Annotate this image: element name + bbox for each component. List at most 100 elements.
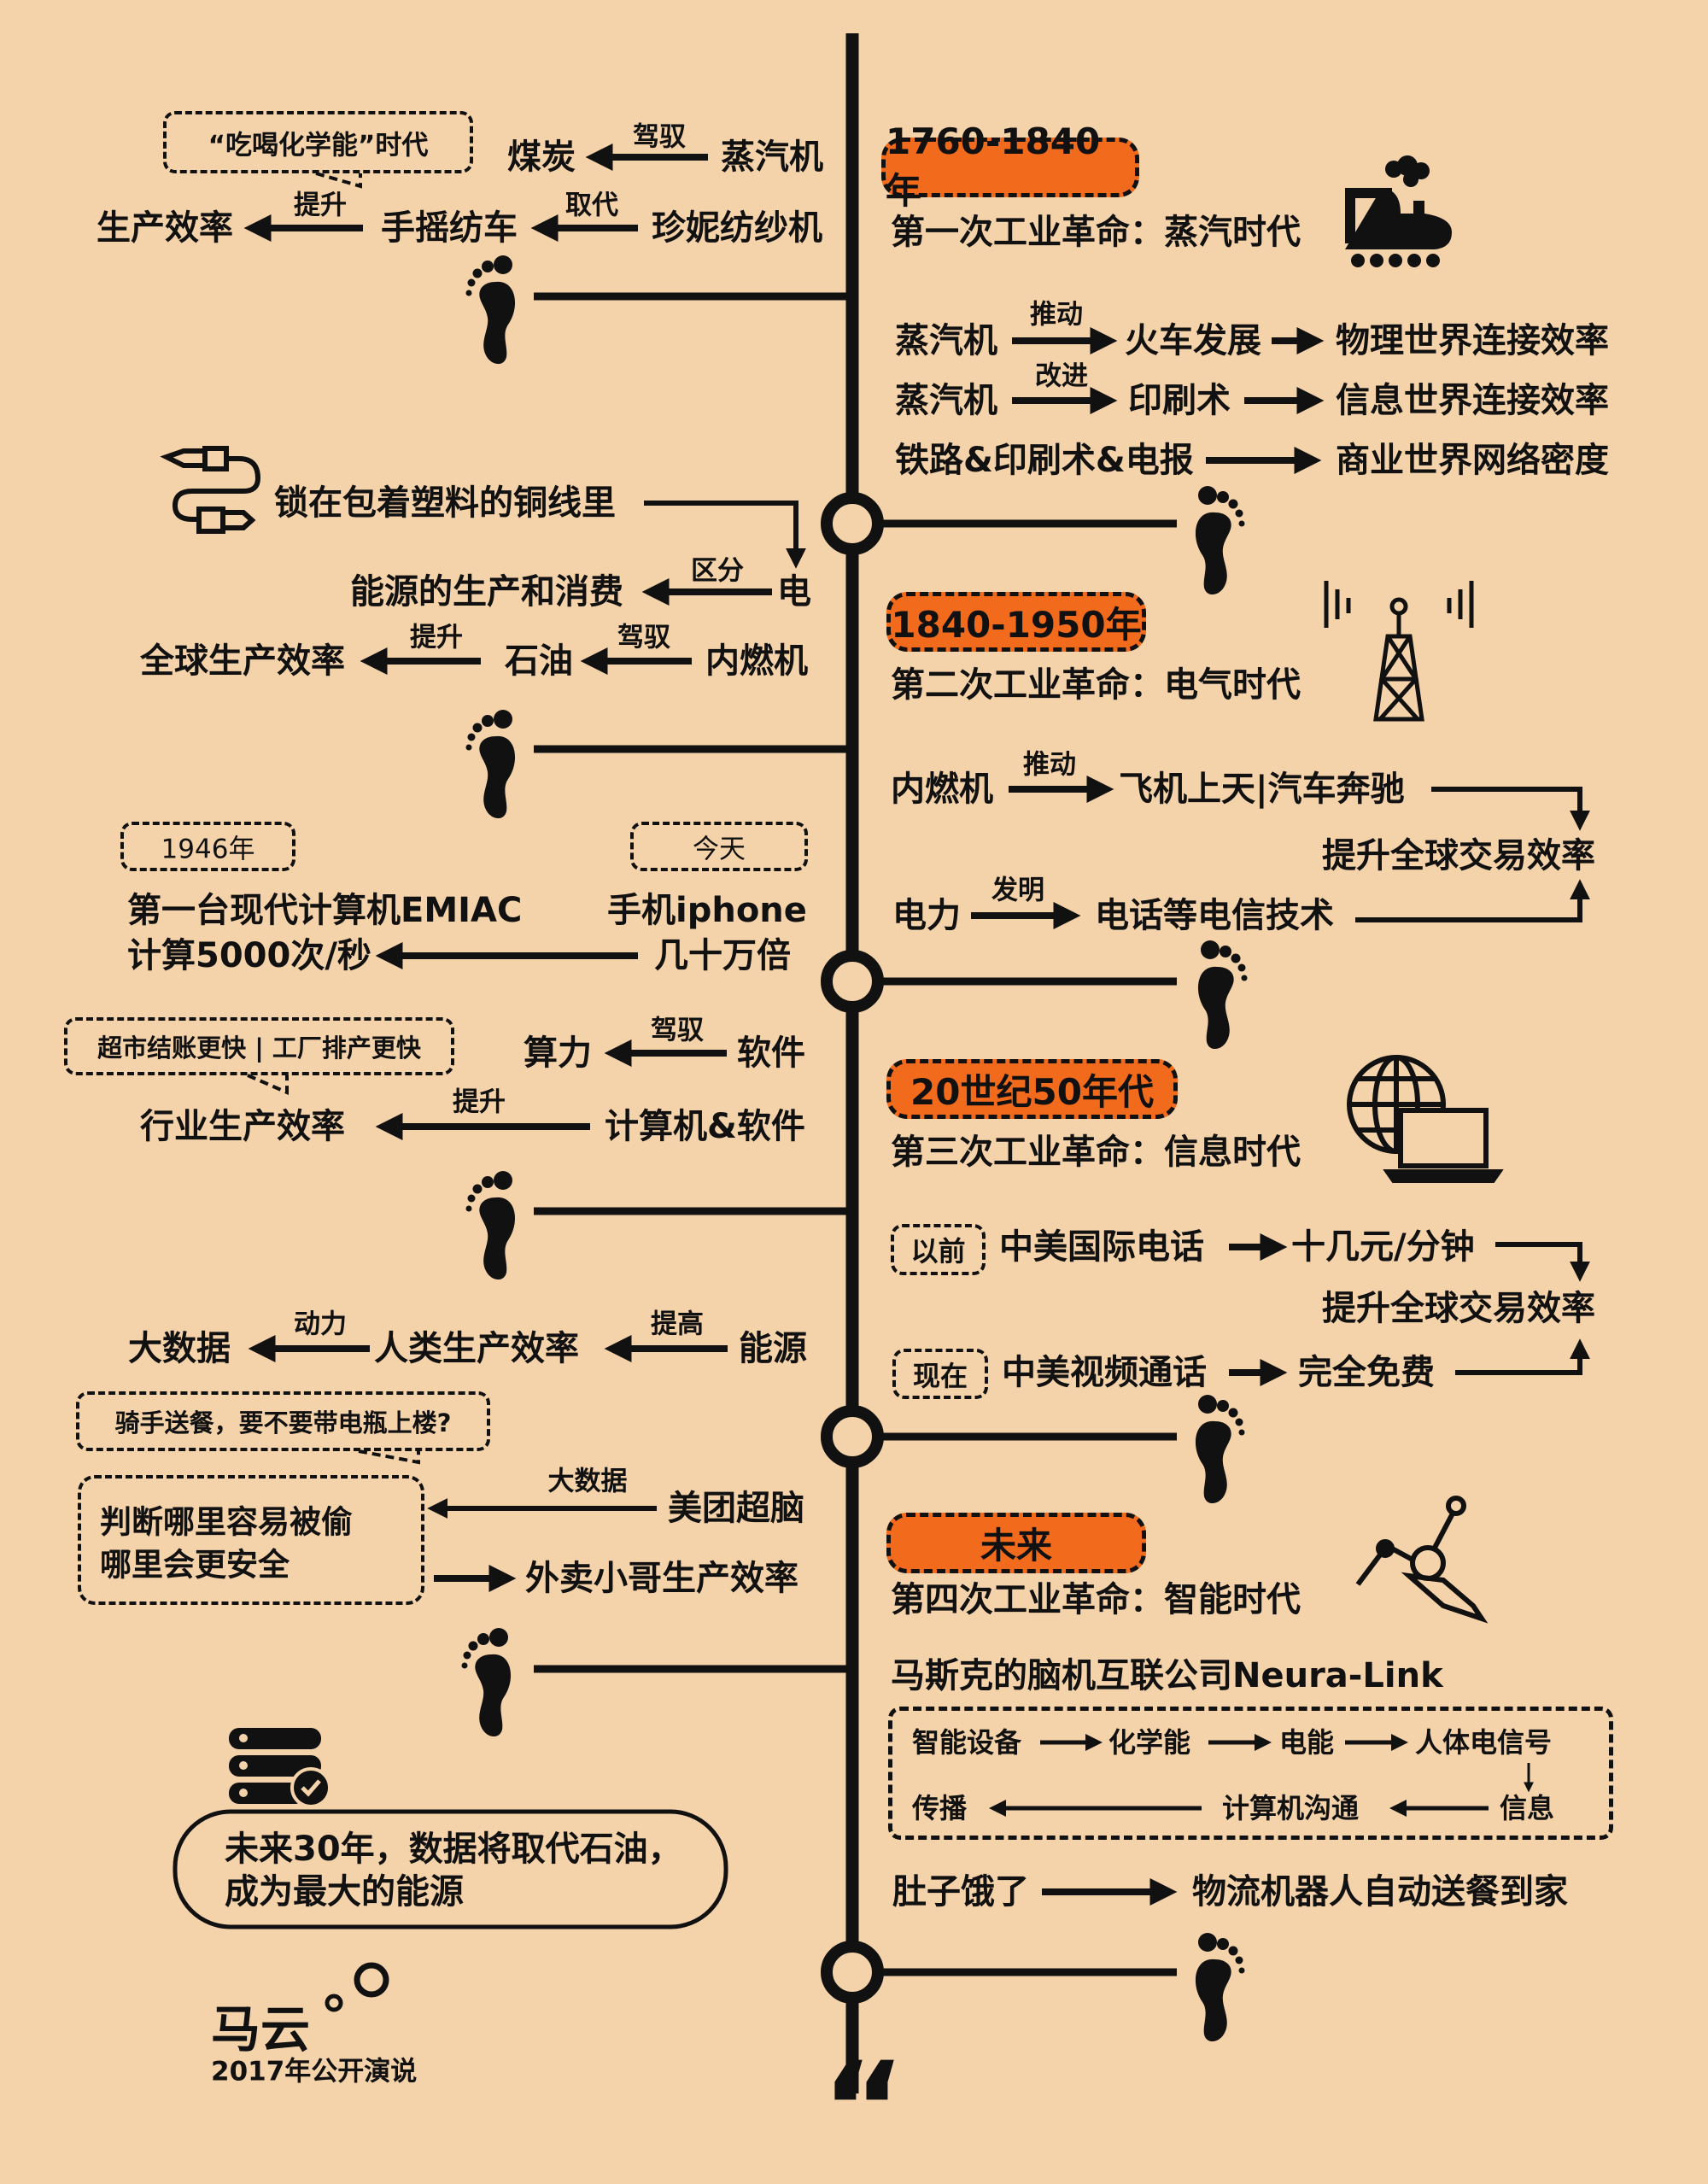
flow-node: 印刷术 [1128, 381, 1231, 420]
satellite-dish-icon [1355, 1496, 1489, 1624]
arrow-label: 驾驭 [651, 1015, 704, 1046]
bubble-tail [247, 1074, 289, 1096]
first-computer: 第一台现代计算机EMIAC [127, 891, 523, 930]
judgement-box [78, 1475, 424, 1605]
quote-line: 成为最大的能源 [225, 1872, 464, 1912]
flow-node: 物流机器人自动送餐到家 [1192, 1872, 1568, 1912]
flow-node: 内燃机 [891, 770, 993, 809]
flow-node: 电力 [892, 896, 961, 935]
era-badge: 未来 [886, 1513, 1146, 1573]
human-productivity: 人类生产效率 [374, 1329, 579, 1368]
arrow-label: 驾驭 [617, 622, 670, 653]
big-data: 大数据 [128, 1329, 231, 1368]
industry-productivity: 行业生产效率 [140, 1107, 345, 1146]
energy-text: 能源的生产和消费 [350, 572, 623, 612]
year-tag: 1946年 [120, 822, 295, 871]
arrow-elbow [1455, 1338, 1590, 1375]
era-title: 第三次工业革命：信息时代 [891, 1133, 1301, 1172]
tag-text: 以前 [910, 1235, 966, 1268]
era-badge: 1760-1840年 [881, 120, 1139, 212]
left-branches [534, 292, 852, 1673]
timeline-node [821, 950, 884, 1013]
footprint-icon [1195, 1395, 1245, 1504]
footprint-icon [465, 1171, 516, 1280]
timeline-graphics [160, 33, 1590, 2093]
iphone: 手机iphone [607, 891, 807, 930]
timeline-node [821, 1941, 884, 2004]
computing-power: 算力 [524, 1033, 592, 1073]
arrow-label: 驾驭 [633, 121, 686, 153]
coal: 煤炭 [507, 138, 576, 177]
flow-node: 计算机沟通 [1222, 1792, 1360, 1824]
times-faster: 几十万倍 [654, 936, 791, 975]
quote-line: 未来30年，数据将取代石油， [225, 1830, 682, 1869]
flow-node: 中美国际电话 [999, 1227, 1204, 1267]
energy: 能源 [739, 1329, 807, 1368]
decor-circle [354, 1962, 389, 1998]
flow-node: 智能设备 [912, 1726, 1022, 1759]
era-badge: 1840-1950年 [886, 592, 1146, 652]
arrow-label: 提升 [410, 622, 463, 653]
speaker-name: 马云 [211, 2000, 311, 2058]
arrow-elbow [1355, 879, 1590, 922]
oil: 石油 [505, 641, 573, 681]
flow-node: 完全免费 [1298, 1353, 1435, 1392]
arrow-label: 提高 [651, 1309, 704, 1340]
footprint-icon [465, 255, 516, 365]
meituan-brain: 美团超脑 [668, 1489, 804, 1528]
timeline-node [821, 1405, 884, 1468]
tag-text: 现在 [912, 1359, 968, 1392]
bubble-text: 超市结账更快 | 工厂排产更快 [97, 1033, 421, 1063]
speech-bubble: 骑手送餐，要不要带电瓶上楼? [76, 1391, 490, 1451]
arrow-label: 动力 [294, 1309, 347, 1340]
tag-text: 今天 [693, 834, 746, 865]
speech-bubble: 超市结账更快 | 工厂排产更快 [64, 1017, 454, 1075]
bubble-tail [315, 172, 362, 189]
copper-wire-text: 锁在包着塑料的铜线里 [274, 483, 616, 523]
global-productivity: 全球生产效率 [140, 641, 345, 681]
flow-node: 中美视频通话 [1002, 1353, 1207, 1392]
bubble-tail [358, 1449, 420, 1465]
era-badge: 20世纪50年代 [886, 1059, 1178, 1119]
now-tag: 现在 [892, 1349, 988, 1399]
speech-bubble: “吃喝化学能”时代 [163, 111, 473, 173]
footprint-icon [1195, 1933, 1245, 2042]
era-title: 第一次工业革命：蒸汽时代 [891, 213, 1301, 252]
cable-icon [160, 446, 261, 534]
flow-node: 铁路&印刷术&电报 [895, 441, 1194, 480]
bubble-text: 骑手送餐，要不要带电瓶上楼? [114, 1408, 452, 1437]
before-tag: 以前 [891, 1224, 986, 1275]
arrow-elbow [644, 501, 806, 569]
footprint-icon [465, 710, 516, 819]
flow-node: 十几元/分钟 [1291, 1227, 1475, 1267]
neuralink-flow-box [888, 1707, 1613, 1840]
arrow-label: 改进 [1035, 360, 1088, 392]
arrow-label: 取代 [565, 190, 618, 221]
flow-node: 肚子饿了 [892, 1872, 1029, 1912]
judgement-line: 判断哪里容易被偷 [100, 1503, 353, 1541]
bubble-text: “吃喝化学能”时代 [208, 130, 429, 161]
arrow-label: 发明 [991, 875, 1044, 906]
arrow-label: 提升 [294, 190, 347, 221]
flow-node: 电能 [1279, 1726, 1335, 1759]
era-title: 第二次工业革命：电气时代 [891, 665, 1301, 705]
flow-node: 信息世界连接效率 [1336, 381, 1609, 420]
arrow-label: 大数据 [547, 1466, 628, 1497]
flow-node: 提升全球交易效率 [1322, 836, 1595, 875]
flow-node: 提升全球交易效率 [1322, 1289, 1595, 1328]
flow-node: 火车发展 [1125, 321, 1261, 360]
spinning-wheel: 手摇纺车 [381, 208, 518, 248]
arrow-label: 推动 [1030, 299, 1083, 331]
globe-laptop-icon [1347, 1055, 1504, 1183]
arrow-elbow [1495, 1242, 1590, 1282]
flow-node: 飞机上天|汽车奔驰 [1119, 770, 1405, 809]
flow-node: 电话等电信技术 [1095, 896, 1334, 935]
flow-node: 蒸汽机 [895, 381, 997, 420]
footprint-icon [1195, 486, 1245, 595]
flow-node: 蒸汽机 [895, 321, 997, 360]
flow-node: 人体电信号 [1415, 1726, 1553, 1759]
speech-event: 2017年公开演说 [211, 2056, 418, 2087]
flow-node: 信息 [1500, 1792, 1555, 1824]
arrow-elbow [1431, 787, 1590, 831]
era-title: 第四次工业革命：智能时代 [891, 1580, 1301, 1619]
